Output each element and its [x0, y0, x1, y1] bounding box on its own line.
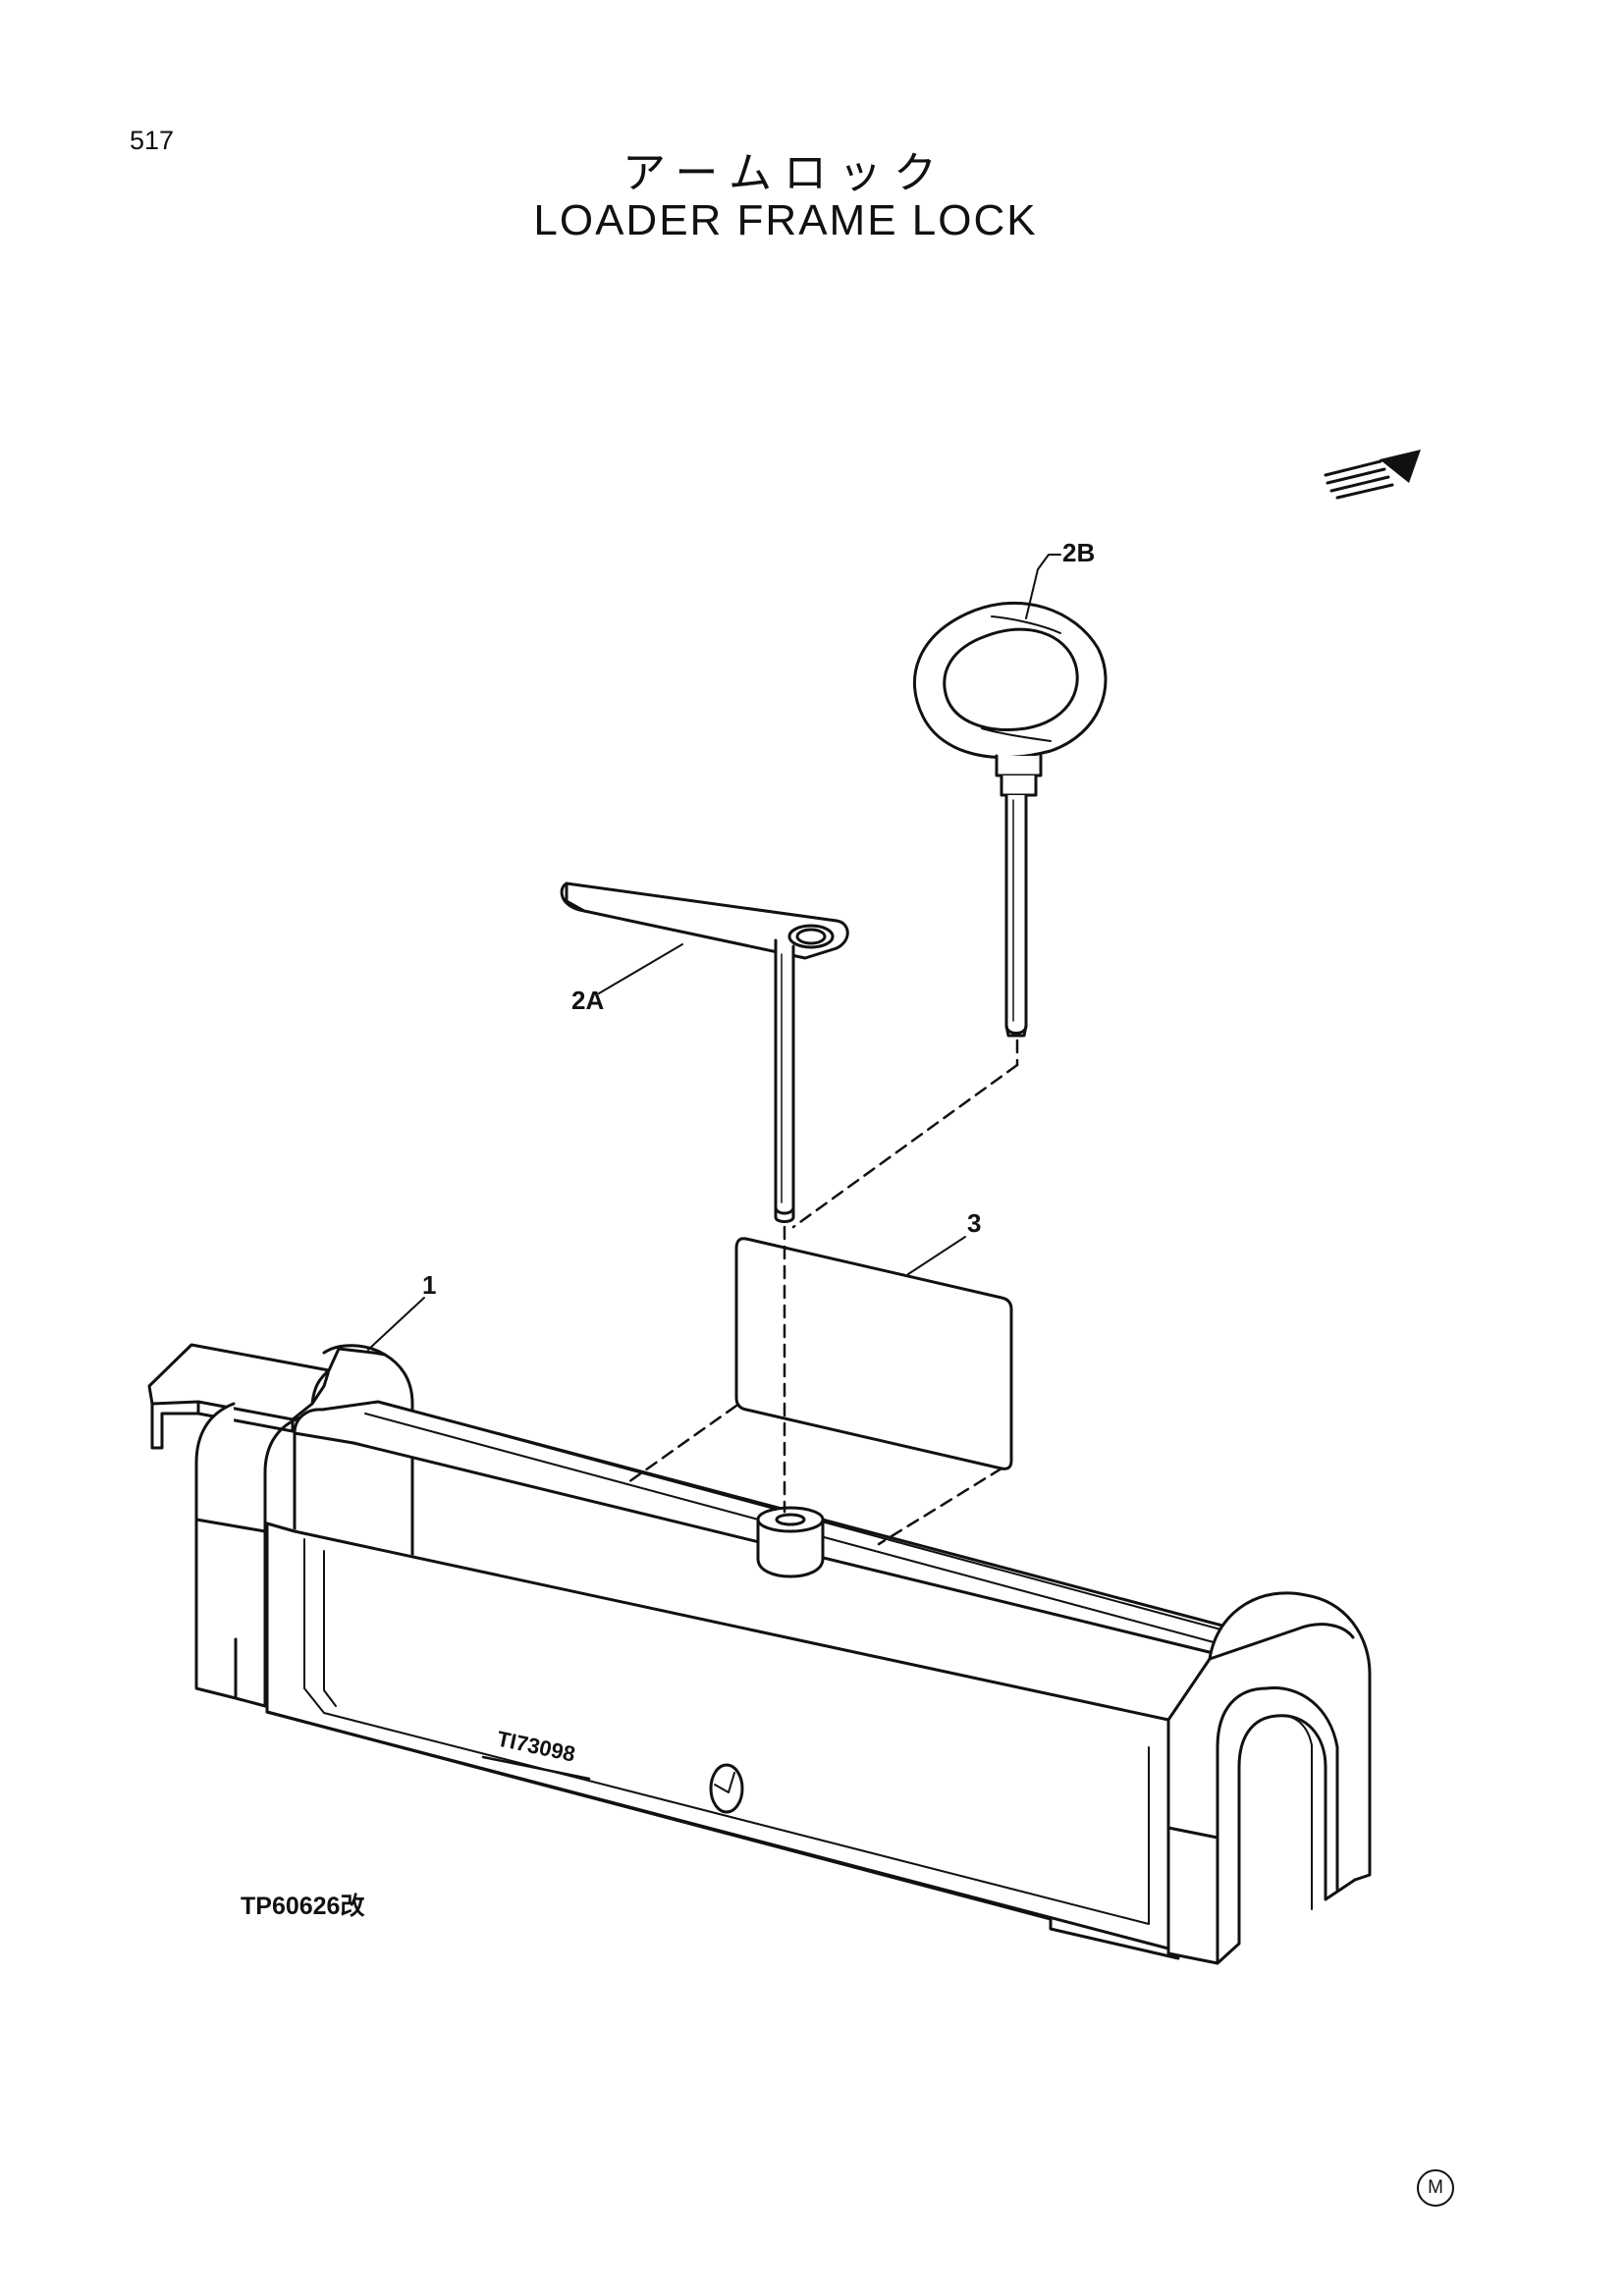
bolt-hole-icon [709, 1763, 744, 1814]
title-english: LOADER FRAME LOCK [533, 196, 1038, 244]
label-part-1: 1 [422, 1270, 436, 1300]
part-2b-ring-pin [912, 601, 1108, 1038]
title-japanese: アームロック [622, 148, 949, 198]
page-number: 517 [130, 126, 175, 155]
leader-lines [367, 554, 1061, 1351]
label-part-2a: 2A [571, 986, 604, 1015]
label-part-3: 3 [967, 1208, 981, 1238]
corner-mark-icon: M [1417, 2169, 1454, 2207]
part-3-plate [734, 1237, 1013, 1470]
part-1-frame-bracket [147, 1343, 1372, 1965]
label-part-2b: 2B [1062, 538, 1095, 567]
part-2a-pin [560, 881, 849, 1223]
assembly-lines [626, 1039, 1019, 1546]
drawing-code: TP60626改 [241, 1893, 365, 1920]
direction-arrow-icon [1324, 450, 1421, 500]
